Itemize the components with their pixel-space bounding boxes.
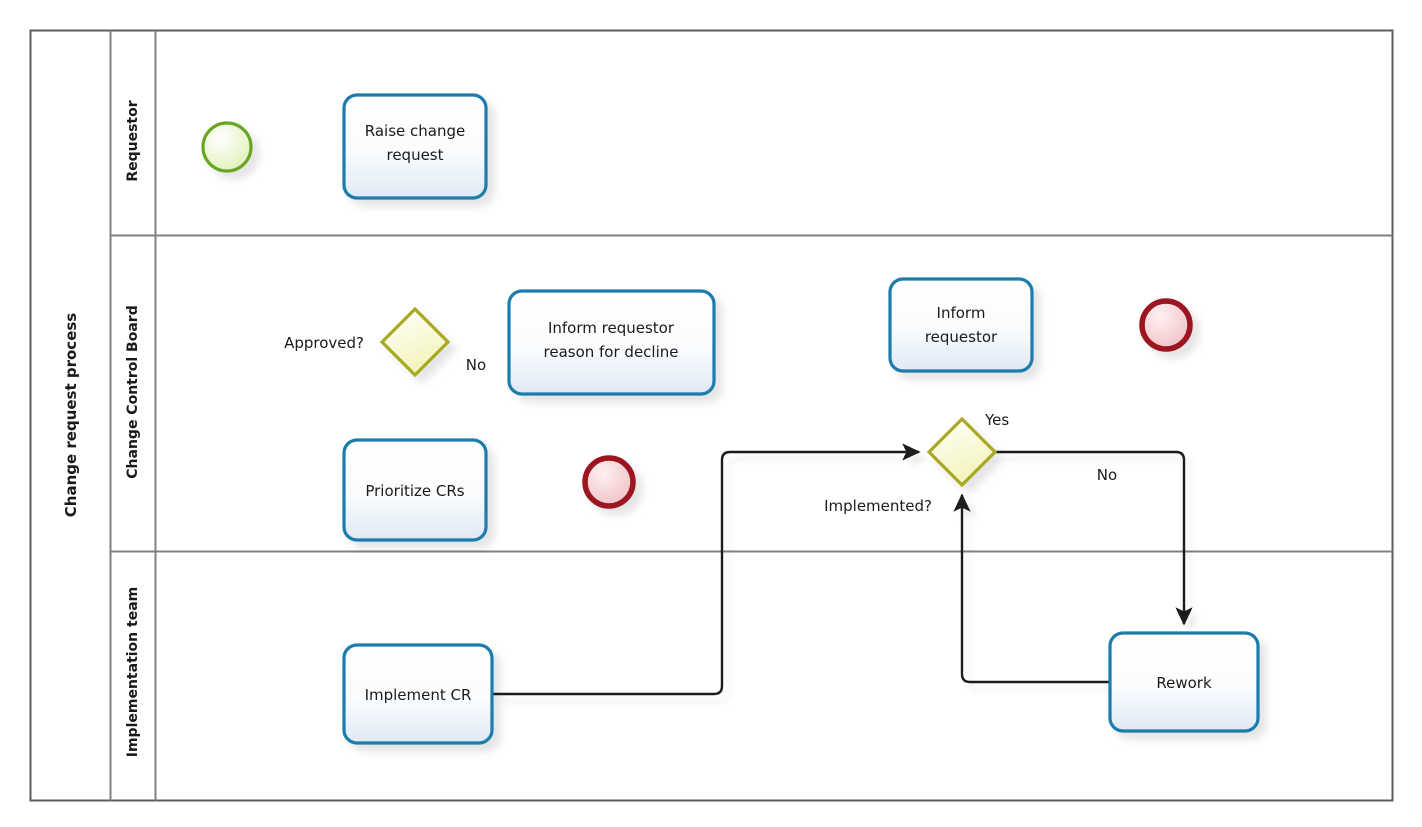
flow-implemented-no-to-rework <box>996 450 1193 626</box>
task-label-line2: requestor <box>925 328 998 346</box>
flow-label-no-approved: No <box>466 356 486 374</box>
task-shape[interactable] <box>888 277 1034 373</box>
gateway-label: Implemented? <box>824 497 932 515</box>
task-shape[interactable] <box>342 438 488 542</box>
task-label-line2: reason for decline <box>544 343 679 361</box>
task-inform-requestor-reason-for-decline[interactable]: Inform requestor reason for decline <box>507 289 716 396</box>
sequence-flow-labels: No Yes No <box>466 356 1117 484</box>
start-event-raise[interactable] <box>201 121 253 173</box>
pool-title: Change request process <box>62 313 80 518</box>
flow-rework-to-implemented <box>953 493 1110 684</box>
lane-title-change-control-board: Change Control Board <box>125 305 141 478</box>
gateway-approved[interactable]: Approved? <box>284 306 451 378</box>
task-label-line1: Raise change <box>365 122 465 140</box>
pool-container: Change request process Requestor Change … <box>29 29 1394 802</box>
exclusive-gateway-icon[interactable] <box>926 416 998 488</box>
gateway-label: Approved? <box>284 334 364 352</box>
flow-implement-to-implemented <box>492 443 921 696</box>
task-prioritize-crs[interactable]: Prioritize CRs <box>342 438 488 542</box>
task-inform-requestor[interactable]: Inform requestor <box>888 277 1034 373</box>
start-event-icon[interactable] <box>201 121 253 173</box>
task-label-line1: Inform <box>937 304 986 322</box>
exclusive-gateway-icon[interactable] <box>379 306 451 378</box>
task-shape[interactable] <box>1108 631 1260 733</box>
task-raise-change-request[interactable]: Raise change request <box>342 93 488 200</box>
task-shape[interactable] <box>342 643 494 745</box>
task-label: Implement CR <box>365 686 472 704</box>
flow-label-yes-implemented: Yes <box>984 411 1009 429</box>
lane-title-requestor: Requestor <box>125 100 141 181</box>
task-implement-cr[interactable]: Implement CR <box>342 643 494 745</box>
end-event-icon[interactable] <box>1139 298 1193 352</box>
task-shape[interactable] <box>342 93 488 200</box>
end-event-icon[interactable] <box>582 455 636 509</box>
task-label: Rework <box>1156 674 1212 692</box>
task-label: Prioritize CRs <box>365 482 464 500</box>
end-event-declined[interactable] <box>582 455 636 509</box>
sequence-flow-layer <box>253 138 1193 696</box>
task-shape[interactable] <box>507 289 716 396</box>
gateway-implemented[interactable]: Implemented? <box>824 416 998 515</box>
task-label-line1: Inform requestor <box>548 319 675 337</box>
task-rework[interactable]: Rework <box>1108 631 1260 733</box>
lane-title-implementation-team: Implementation team <box>125 587 141 757</box>
flow-label-no-implemented: No <box>1097 466 1117 484</box>
task-label-line2: request <box>386 146 443 164</box>
end-event-completed[interactable] <box>1139 298 1193 352</box>
